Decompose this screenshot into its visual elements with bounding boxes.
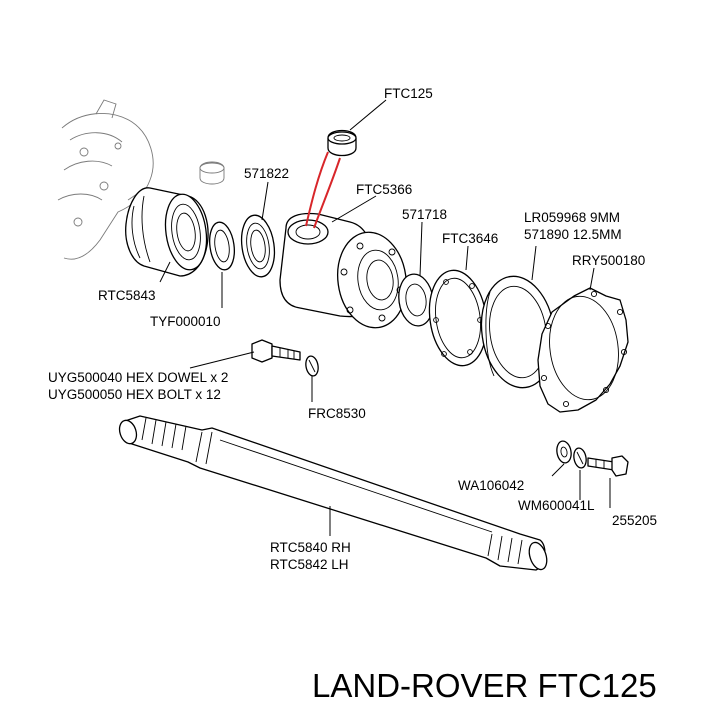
label-uyg500050: UYG500050 HEX BOLT x 12 <box>48 387 221 402</box>
label-tyf000010: TYF000010 <box>150 314 221 329</box>
washer-wm600041l <box>573 447 587 469</box>
ftc125-fit-line-left <box>305 151 329 227</box>
washer-wa106042 <box>556 440 572 464</box>
label-rtc5840: RTC5840 RH <box>270 540 351 555</box>
housing-ftc5366 <box>279 212 407 329</box>
label-571822: 571822 <box>244 166 289 181</box>
label-ftc125: FTC125 <box>384 86 433 101</box>
washer-frc8530 <box>305 355 319 377</box>
bolt-255205 <box>587 455 629 477</box>
brand-part-title: LAND-ROVER FTC125 <box>312 667 657 704</box>
label-wm600041l: WM600041L <box>518 498 595 513</box>
label-rtc5843: RTC5843 <box>98 288 156 303</box>
seal-ftc125 <box>327 129 357 157</box>
leader-lines <box>159 99 611 536</box>
bearing-rtc5843 <box>125 187 209 277</box>
label-ftc3646: FTC3646 <box>442 231 498 246</box>
label-wa106042: WA106042 <box>458 478 524 493</box>
label-lr059968: LR059968 9MM <box>524 210 620 225</box>
label-uyg500040: UYG500040 HEX DOWEL x 2 <box>48 370 228 385</box>
bolt-uyg500040 <box>251 339 301 363</box>
label-255205: 255205 <box>612 513 657 528</box>
label-571718: 571718 <box>402 207 447 222</box>
ring-tyf000010 <box>209 221 235 271</box>
driveshaft-rtc5840 <box>118 415 548 571</box>
label-frc8530: FRC8530 <box>308 406 366 421</box>
seal-571822 <box>240 214 276 278</box>
label-rry500180: RRY500180 <box>572 253 645 268</box>
gasket-rry500180 <box>537 287 629 413</box>
seal-571718 <box>398 273 434 327</box>
ftc125-fit-line-right <box>313 157 341 229</box>
label-ftc5366: FTC5366 <box>356 182 412 197</box>
label-rtc5842: RTC5842 LH <box>270 557 349 572</box>
label-571890: 571890 12.5MM <box>524 227 622 242</box>
